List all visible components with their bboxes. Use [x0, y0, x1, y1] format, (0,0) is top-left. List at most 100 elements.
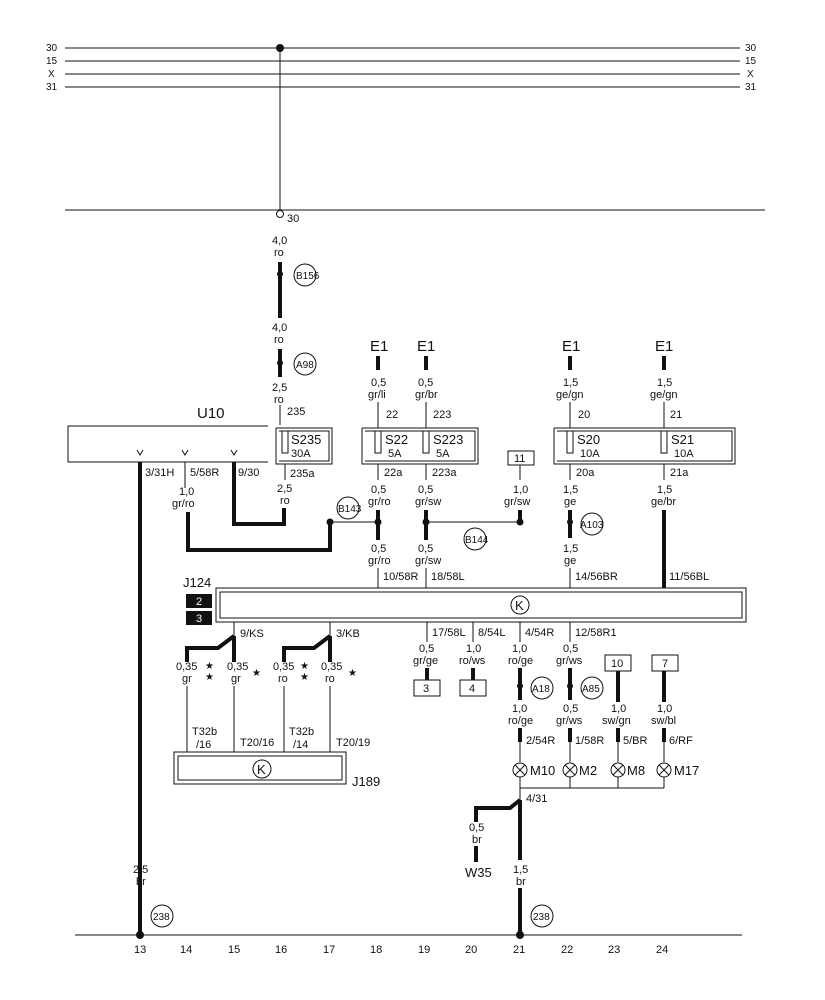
- connector-a85: [580, 676, 604, 700]
- ground-right: 4/31 0,5 br W35 1,5 br 238: [465, 793, 554, 939]
- outputs-mid: 17/58L 8/54L 0,5 gr/ge 1,0 ro/ws 3 4: [413, 622, 506, 697]
- ref-boxes-10-7: 10 7 1,0 sw/gn 1,0 sw/bl 5/BR 6/RF: [602, 654, 693, 747]
- wire-color: ro/ws: [459, 655, 486, 667]
- wire-3kb-left: [282, 634, 332, 662]
- star-marker: ★: [252, 668, 261, 679]
- terminal-30: [276, 210, 284, 218]
- star-marker: ★: [300, 661, 309, 672]
- ref-number: 15: [228, 944, 240, 956]
- wire-w35: [474, 798, 522, 822]
- wire-size: 0,5: [563, 703, 578, 715]
- fuse-holder-inner: [365, 430, 476, 462]
- wire-color: sw/gn: [602, 715, 631, 727]
- wire-color: ro: [280, 495, 290, 507]
- wire-color: gr/sw: [415, 555, 441, 567]
- connector-a98-label: A98: [296, 360, 314, 371]
- lamp-pin: 5/BR: [623, 735, 648, 747]
- connector-a18-label: A18: [532, 684, 550, 695]
- j189-label: J189: [352, 774, 380, 789]
- wire-color: gr/ro: [368, 496, 391, 508]
- star-marker: ★: [348, 668, 357, 679]
- j189-pin: T20/16: [240, 737, 274, 749]
- fuse-holder-inner: [279, 430, 330, 462]
- j124-pin: 3/KB: [336, 628, 360, 640]
- bottom-reference: 13 14 15 16 17 18 19 20 21 22 23 24: [75, 934, 742, 956]
- lamp-pin: 1/58R: [575, 735, 604, 747]
- fuse-input-label: 235: [287, 406, 305, 418]
- ref-box-number: 3: [423, 683, 429, 695]
- wire-color: gr/ws: [556, 655, 583, 667]
- j189-box: [173, 751, 347, 785]
- u10-label: U10: [197, 405, 225, 422]
- j124-lower-pins: 9/KS 3/KB 0,35 gr ★ ★ 0,35 gr ★ 0,35 ro …: [176, 622, 360, 752]
- connector-238: [530, 904, 554, 928]
- ref-box-number: 10: [611, 658, 623, 670]
- wire-size: 1,0: [512, 643, 527, 655]
- wire-size: 0,5: [418, 377, 433, 389]
- busbar-label-30-left: 30: [46, 43, 58, 54]
- ref-box-number: 11: [514, 453, 525, 465]
- lamp-m8-icon: [610, 762, 626, 778]
- connector-a98: [293, 352, 317, 376]
- main-feed: 30 4,0 ro B156 4,0 ro A98 2,5 ro: [65, 48, 765, 425]
- fuse-name: S20: [577, 432, 600, 447]
- outputs-right: 4/54R 12/58R1 1,0 ro/ge 0,5 gr/ws A18 A8…: [508, 622, 617, 747]
- j124-tag-label: 3: [196, 613, 202, 625]
- wire-size: 2,5: [133, 864, 148, 876]
- ref-number: 16: [275, 944, 287, 956]
- ref-box: [413, 679, 441, 697]
- fuse-name: S22: [385, 432, 408, 447]
- wire-size: 0,5: [371, 543, 386, 555]
- ref-box-number: 4: [469, 683, 475, 695]
- wire-size: 0,5: [418, 543, 433, 555]
- wire-size: 4,0: [272, 322, 287, 334]
- splice-dot: [374, 518, 382, 526]
- fuse-rating: 30A: [291, 448, 311, 460]
- lamp-label: M17: [674, 763, 699, 778]
- u10-box: [67, 425, 268, 463]
- ref-number: 17: [323, 944, 335, 956]
- splice-dot: [277, 271, 283, 277]
- wire-color: gr/sw: [504, 496, 530, 508]
- wire-size: 1,5: [513, 864, 528, 876]
- e1-sources: E1 E1 E1 E1: [370, 338, 673, 370]
- fuse-holder: [275, 427, 333, 465]
- fuse-holder: [553, 427, 736, 465]
- j124-pin: 9/KS: [240, 628, 264, 640]
- lamp-pin: 6/RF: [669, 735, 693, 747]
- star-marker: ★: [205, 672, 214, 683]
- ref-box-number: 7: [662, 658, 668, 670]
- wire-color: gr: [231, 673, 241, 685]
- fuse-input-label: 20: [578, 409, 590, 421]
- j124-pin: 11/56BL: [669, 571, 709, 583]
- fuse-input-label: 21: [670, 409, 682, 421]
- fuse-element: [660, 430, 668, 454]
- u10-pin-marks: [136, 449, 238, 456]
- wire-color: ge: [564, 496, 576, 508]
- fuse-output-label: 20a: [576, 467, 595, 479]
- fuse-rating: 10A: [580, 448, 600, 460]
- wire-color: ro: [274, 394, 284, 406]
- connector-a85-label: A85: [582, 684, 600, 695]
- wire-color: sw/bl: [651, 715, 676, 727]
- wire-size: 0,35: [176, 661, 197, 673]
- u10-pin: 5/58R: [190, 467, 219, 479]
- j124-tag-label: 2: [196, 596, 202, 608]
- wire-size: 1,5: [563, 484, 578, 496]
- j124-box: [215, 587, 747, 623]
- wire-color: gr/sw: [415, 496, 441, 508]
- wire-color: br: [472, 834, 482, 846]
- fuse-element: [281, 430, 289, 454]
- fuse-name: S21: [671, 432, 694, 447]
- fuse-element: [422, 430, 430, 454]
- wire-size: 1,5: [563, 377, 578, 389]
- ref-box: [459, 679, 487, 697]
- u10-pin: 3/31H: [145, 467, 174, 479]
- w35-label: W35: [465, 865, 492, 880]
- fuse-input-label: 223: [433, 409, 451, 421]
- e1-label: E1: [655, 338, 673, 355]
- fuse-s235: 235 S235 30A 235a 2,5 ro: [275, 406, 333, 507]
- wire-color: ro/ge: [508, 715, 533, 727]
- wire-size: 0,35: [321, 661, 342, 673]
